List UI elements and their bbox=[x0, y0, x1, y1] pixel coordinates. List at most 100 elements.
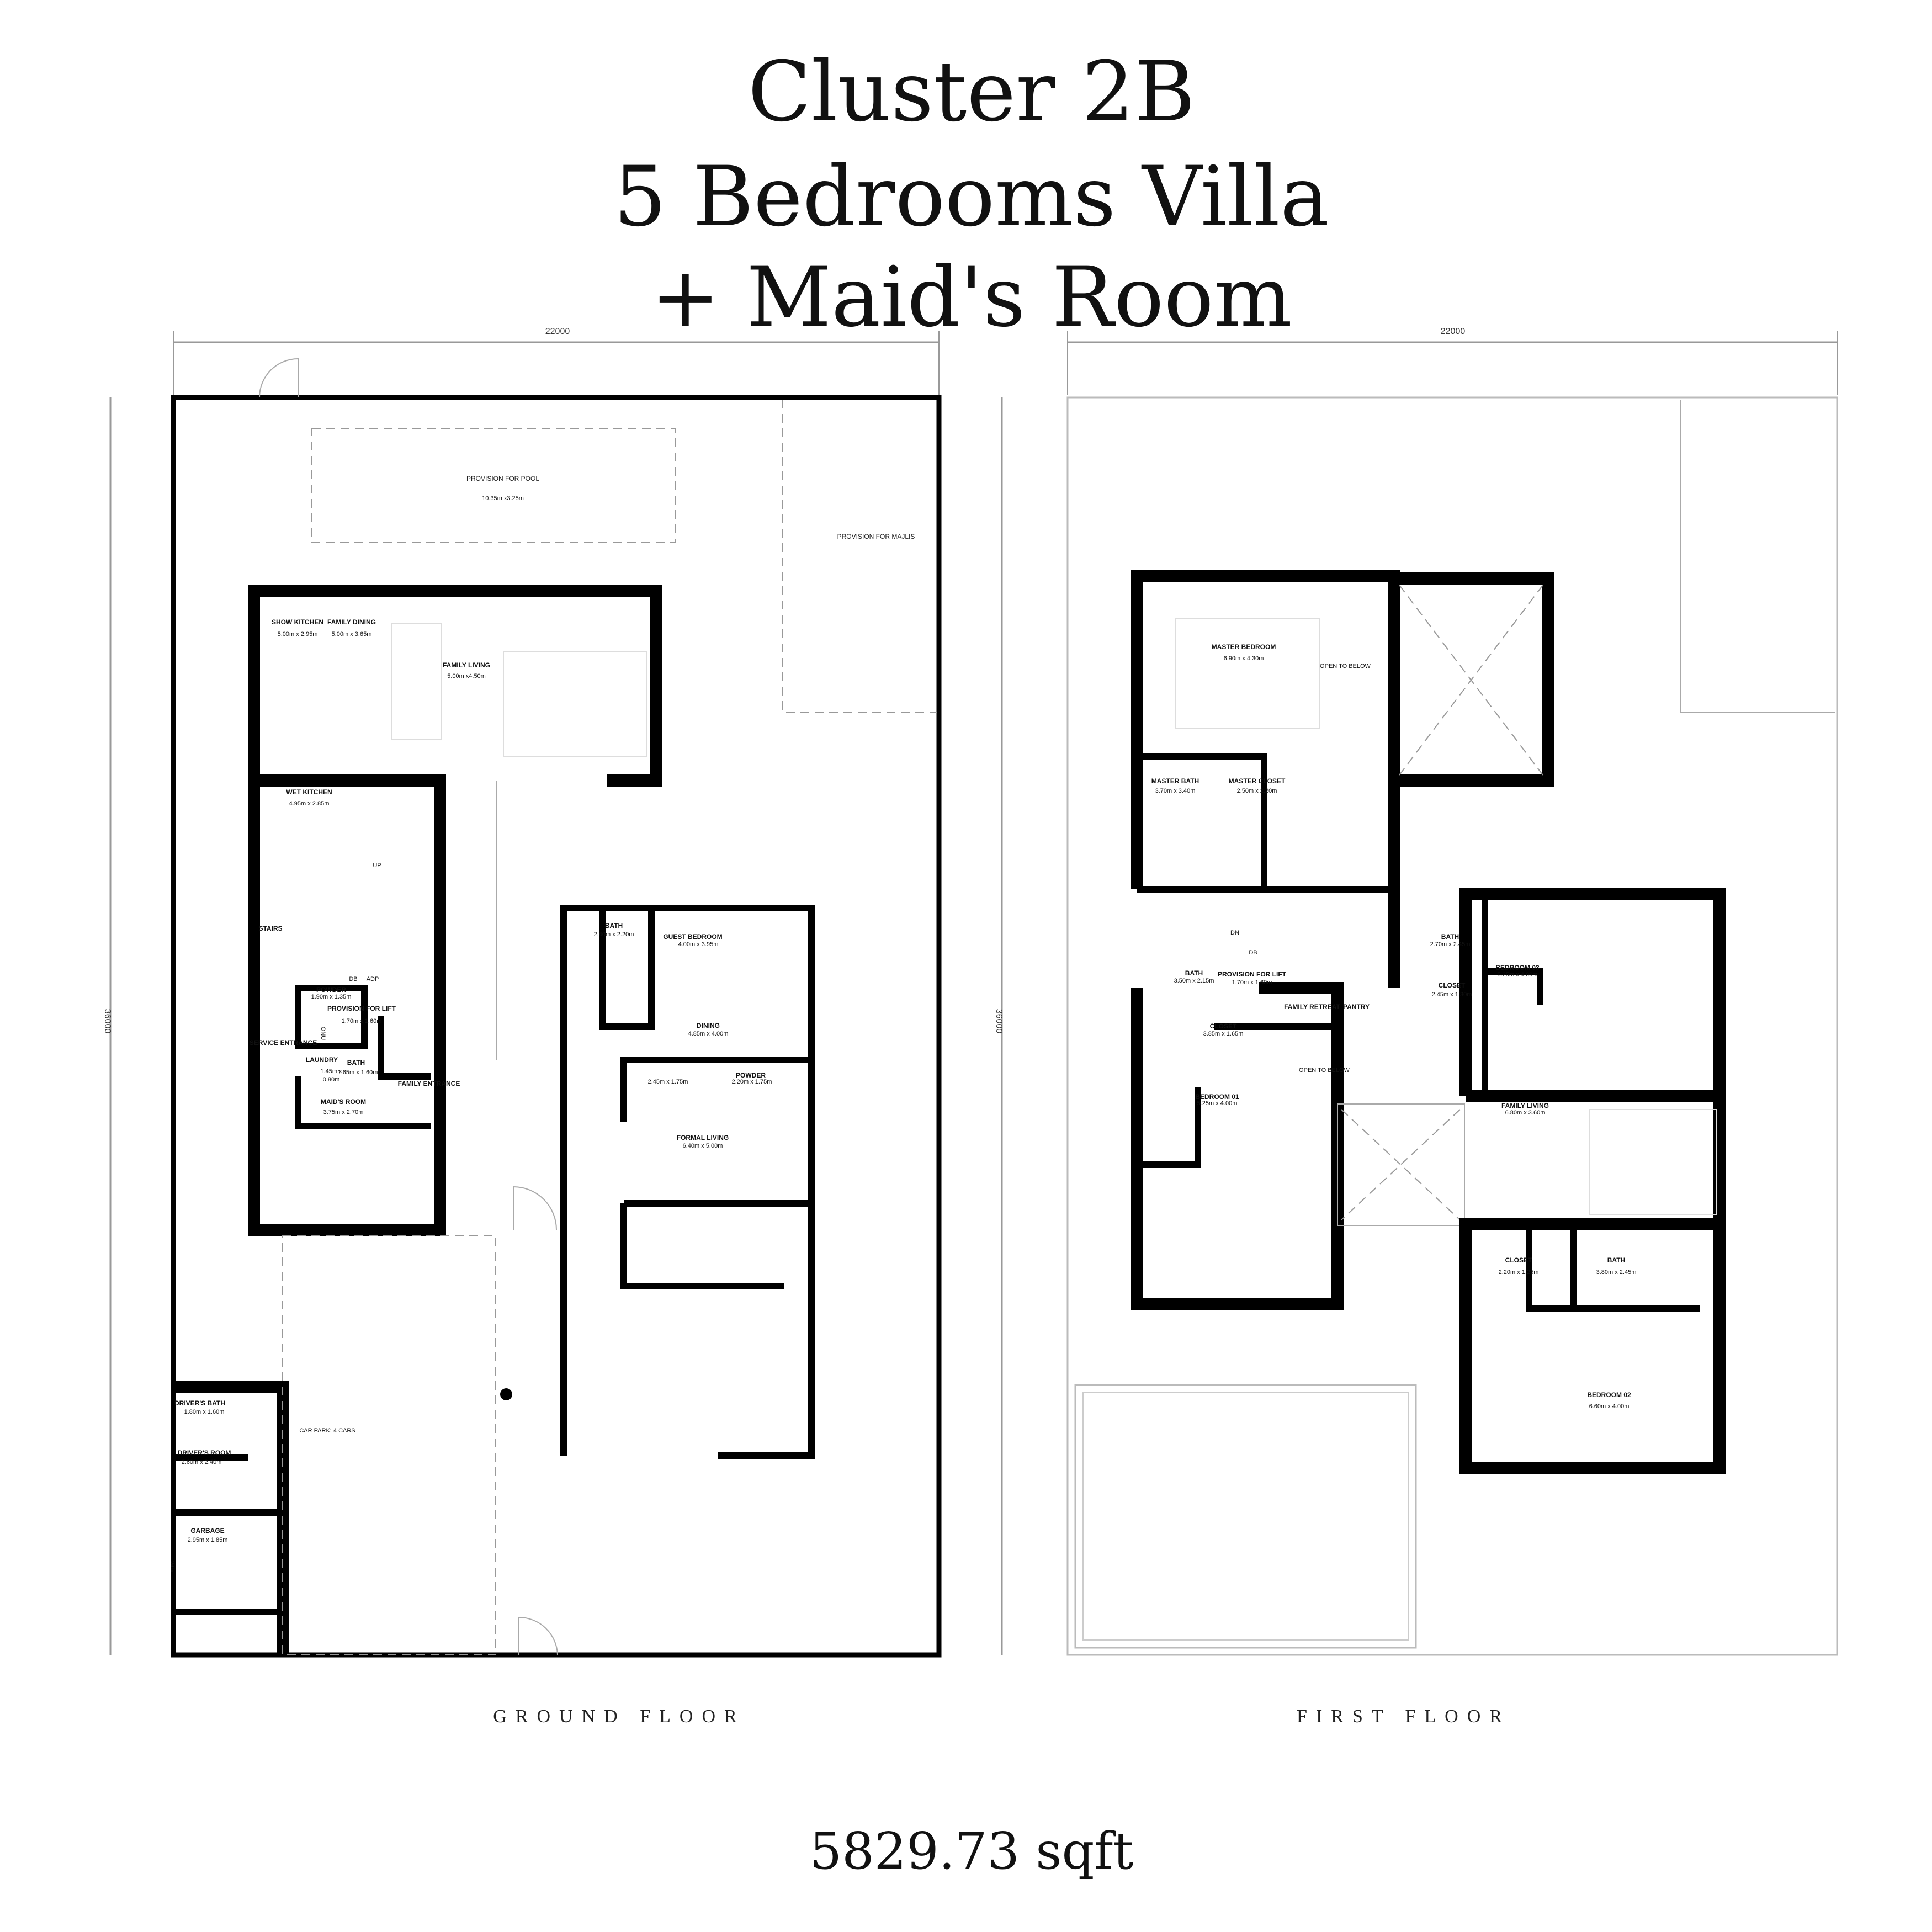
depth-dimension: 36000 bbox=[103, 1009, 112, 1034]
room-label-guest-bath: BATH bbox=[605, 922, 623, 930]
majlis-provision-area bbox=[782, 400, 937, 713]
first-floor-plan: 22000 36000 MASTER BEDROOM 6.90m x 4.30m… bbox=[994, 327, 1838, 1727]
room-dims: 2.45m x 1.75m bbox=[648, 1079, 688, 1085]
room-dims: 5.00m x4.50m bbox=[447, 673, 486, 680]
room-dims: 2.60m x 2.40m bbox=[182, 1459, 222, 1466]
room-label-bath: BATH bbox=[1185, 969, 1203, 977]
room-label-bedroom-01: BEDROOM 01 bbox=[1195, 1093, 1239, 1101]
room-label-closet: CLOSET bbox=[1439, 981, 1466, 989]
plot-boundary bbox=[1066, 396, 1838, 1656]
db-tag: DB bbox=[1249, 949, 1257, 956]
gate-door bbox=[259, 358, 299, 398]
room-label-laundry: LAUNDRY bbox=[306, 1056, 338, 1064]
room-label-bath: BATH bbox=[347, 1059, 365, 1066]
room-label-family-entrance: FAMILY ENTRANCE bbox=[398, 1080, 460, 1087]
room-dims: 1.65m x 1.60m bbox=[338, 1069, 378, 1076]
pool-label: PROVISION FOR POOL bbox=[466, 475, 539, 482]
room-label-family-living: FAMILY LIVING bbox=[1501, 1102, 1549, 1110]
stair-up-tag: UP bbox=[373, 862, 381, 869]
room-dims: 2.50m x 2.20m bbox=[1237, 788, 1277, 794]
room-dims: 2.20m x 1.25m bbox=[1499, 1269, 1539, 1276]
room-label-maids-room: MAID'S ROOM bbox=[321, 1098, 366, 1106]
room-dims: 5.00m x 2.95m bbox=[278, 631, 318, 638]
pool-provision-area bbox=[311, 428, 676, 543]
room-dims: 1.90m x 1.35m bbox=[311, 994, 352, 1000]
room-label-guest-bedroom: GUEST BEDROOM bbox=[663, 933, 722, 941]
ground-floor-plan: 22000 36000 PROVISION FOR POOL 10.35m x3… bbox=[103, 327, 942, 1727]
room-dims: 3.70m x 3.40m bbox=[1155, 788, 1196, 794]
room-label-closet: CLOSET bbox=[1210, 1022, 1237, 1030]
first-floor-label: FIRST FLOOR bbox=[1297, 1706, 1511, 1727]
room-dims: 1.70m x 1.60m bbox=[342, 1018, 382, 1025]
room-label-dining: DINING bbox=[697, 1022, 720, 1029]
room-dims: 4.85m x 4.00m bbox=[688, 1031, 729, 1037]
room-dims: 1.80m x 1.60m bbox=[184, 1409, 225, 1415]
total-area: 5829.73 sqft bbox=[810, 1822, 1134, 1881]
garage-roof bbox=[1074, 1384, 1417, 1649]
stair-down-tag: DN bbox=[1230, 930, 1239, 936]
room-label-bedroom-03: BEDROOM 03 bbox=[1495, 964, 1540, 972]
room-dims: 1.45m x bbox=[320, 1068, 342, 1075]
plot-boundary bbox=[171, 395, 942, 1658]
db-tag: DB bbox=[349, 976, 357, 983]
room-dims: 6.40m x 5.00m bbox=[683, 1143, 723, 1149]
room-dims: 5.25m x 4.00m bbox=[1197, 1100, 1238, 1107]
room-label-car-park: CAR PARK: 4 CARS bbox=[299, 1427, 355, 1434]
room-label-open-to-below: OPEN TO BELOW bbox=[1299, 1067, 1350, 1074]
room-dims: 4.95m x 2.85m bbox=[289, 800, 330, 807]
room-label-pantry: PANTRY bbox=[1343, 1003, 1370, 1011]
room-dims: 2.95m x 1.85m bbox=[188, 1537, 228, 1543]
room-dims: 3.85m x 1.65m bbox=[1203, 1031, 1244, 1037]
room-label-closet: CLOSET bbox=[1505, 1256, 1532, 1264]
room-dims: 4.00m x 3.95m bbox=[678, 941, 719, 948]
room-label-lift: PROVISION FOR LIFT bbox=[327, 1005, 396, 1012]
room-dims: 5.25m x 4.00m bbox=[1498, 972, 1538, 978]
title-line-1: Cluster 2B bbox=[748, 44, 1195, 140]
room-dims: 1.70m x 1.60m bbox=[1232, 979, 1272, 986]
room-dims: 2.40m x 2.20m bbox=[594, 931, 634, 938]
width-dimension: 22000 bbox=[1441, 327, 1466, 336]
room-dims: 2.45m x 1.30m bbox=[1432, 991, 1472, 998]
pedestrian-gate bbox=[518, 1616, 558, 1655]
room-label-bath: BATH bbox=[1441, 933, 1459, 941]
room-label-family-retreat: FAMILY RETREAT bbox=[1284, 1003, 1340, 1011]
room-label-drivers-bath: DRIVER'S BATH bbox=[174, 1399, 225, 1407]
onu-tag: ONU bbox=[320, 1027, 326, 1041]
room-label-formal-living: FORMAL LIVING bbox=[677, 1134, 729, 1142]
room-label-bath: BATH bbox=[1607, 1256, 1625, 1264]
column-dot bbox=[500, 1388, 512, 1400]
room-dims: 3.75m x 2.70m bbox=[323, 1109, 364, 1116]
room-dims: 5.00m x 3.65m bbox=[332, 631, 372, 638]
room-label-powder: POWDER bbox=[316, 986, 346, 994]
title-line-3: + Maid's Room bbox=[651, 250, 1292, 346]
room-dims: 6.90m x 4.30m bbox=[1224, 655, 1264, 662]
pool-dims: 10.35m x3.25m bbox=[482, 495, 524, 502]
ground-floor-label: GROUND FLOOR bbox=[493, 1706, 745, 1727]
elec-tag: ELEC bbox=[171, 1561, 176, 1572]
open-to-below-void bbox=[1337, 1103, 1465, 1226]
depth-dimension: 36000 bbox=[994, 1009, 1004, 1034]
room-label-master-closet: MASTER CLOSET bbox=[1229, 777, 1286, 785]
room-label-family-dining: FAMILY DINING bbox=[327, 618, 376, 626]
room-dims: 3.80m x 2.45m bbox=[1596, 1269, 1637, 1276]
car-park-area bbox=[282, 1235, 496, 1655]
room-dims: 0.80m bbox=[323, 1076, 340, 1083]
room-dims: 3.50m x 2.15m bbox=[1174, 978, 1214, 984]
room-label-lift: PROVISION FOR LIFT bbox=[1218, 970, 1287, 978]
room-label-garbage: GARBAGE bbox=[190, 1527, 224, 1535]
adp-tag: ADP bbox=[367, 976, 379, 983]
majlis-label: PROVISION FOR MAJLIS bbox=[837, 533, 915, 540]
room-label-show-kitchen: SHOW KITCHEN bbox=[272, 618, 323, 626]
room-label-drivers-room: DRIVER'S ROOM bbox=[178, 1449, 231, 1457]
room-label-open-to-below: OPEN TO BELOW bbox=[1320, 663, 1371, 670]
room-label-powder: POWDER bbox=[736, 1071, 766, 1079]
room-dims: 6.80m x 3.60m bbox=[1505, 1110, 1546, 1116]
room-label-family-living: FAMILY LIVING bbox=[443, 661, 490, 669]
width-dimension: 22000 bbox=[545, 327, 570, 336]
room-dims: 2.20m x 1.75m bbox=[732, 1079, 772, 1085]
room-label-service-entrance: SERVICE ENTRANCE bbox=[250, 1039, 317, 1047]
title-line-2: 5 Bedrooms Villa bbox=[614, 149, 1329, 245]
entrance-door bbox=[513, 1186, 557, 1230]
room-label-bedroom-02: BEDROOM 02 bbox=[1587, 1391, 1631, 1399]
